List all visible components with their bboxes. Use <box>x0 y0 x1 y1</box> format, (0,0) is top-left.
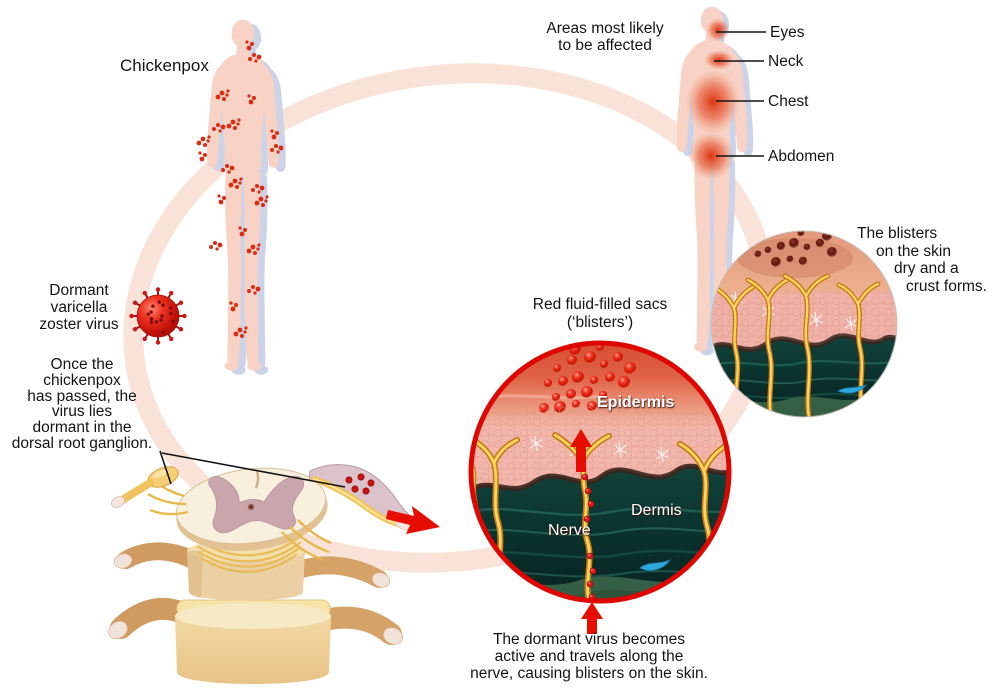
affected-area-blobs <box>686 18 740 180</box>
virus-travel-dots <box>581 473 597 601</box>
nerve-label: Nerve <box>548 522 591 539</box>
nerve-fibers <box>712 273 881 417</box>
area-label-eyes: Eyes <box>770 24 805 41</box>
gray-matter <box>208 475 304 534</box>
ganglion-virus-dots <box>345 473 375 495</box>
chickenpox-figure <box>196 19 286 375</box>
dormant-virus-label: Dormant varicella zoster virus <box>39 282 119 333</box>
affected-heading: Areas most likely to be affected <box>546 20 664 54</box>
area-label-chest: Chest <box>768 93 809 110</box>
area-label-abdomen: Abdomen <box>768 148 835 165</box>
arrow-up-into-skin <box>570 429 592 472</box>
crust-inset-circle <box>710 230 898 418</box>
reactivation-note: The dormant virus becomes active and tra… <box>470 631 708 682</box>
crust-caption-line: on the skin <box>876 242 951 260</box>
crust-caption-line: dry and a <box>894 260 959 277</box>
dermis-label: Dermis <box>631 502 682 519</box>
area-label-neck: Neck <box>768 53 804 70</box>
capillary <box>837 384 868 394</box>
blister-heading: Red fluid-filled sacs (‘blisters’) <box>532 296 668 331</box>
arrow-up-below-circle <box>581 602 603 634</box>
crust-caption-line: The blisters <box>857 225 938 242</box>
crust-caption: The blisters on the skin dry and a crust… <box>857 225 987 295</box>
capillary <box>639 558 672 571</box>
chickenpox-label: Chickenpox <box>120 56 209 75</box>
blister-inset-circle <box>468 340 732 604</box>
dormant-note: Once the chickenpox has passed, the viru… <box>11 356 153 452</box>
nerve-exit-arrow <box>386 506 440 534</box>
chickenpox-spots <box>196 40 284 338</box>
affected-areas-figure <box>676 6 754 356</box>
epidermis-label: Epidermis <box>597 394 675 411</box>
crust-caption-line: crust forms. <box>906 277 987 295</box>
virus-icon <box>129 287 187 345</box>
leader-lines <box>159 31 766 488</box>
spine-illustration <box>108 464 440 684</box>
blister-circle-border <box>468 340 732 604</box>
